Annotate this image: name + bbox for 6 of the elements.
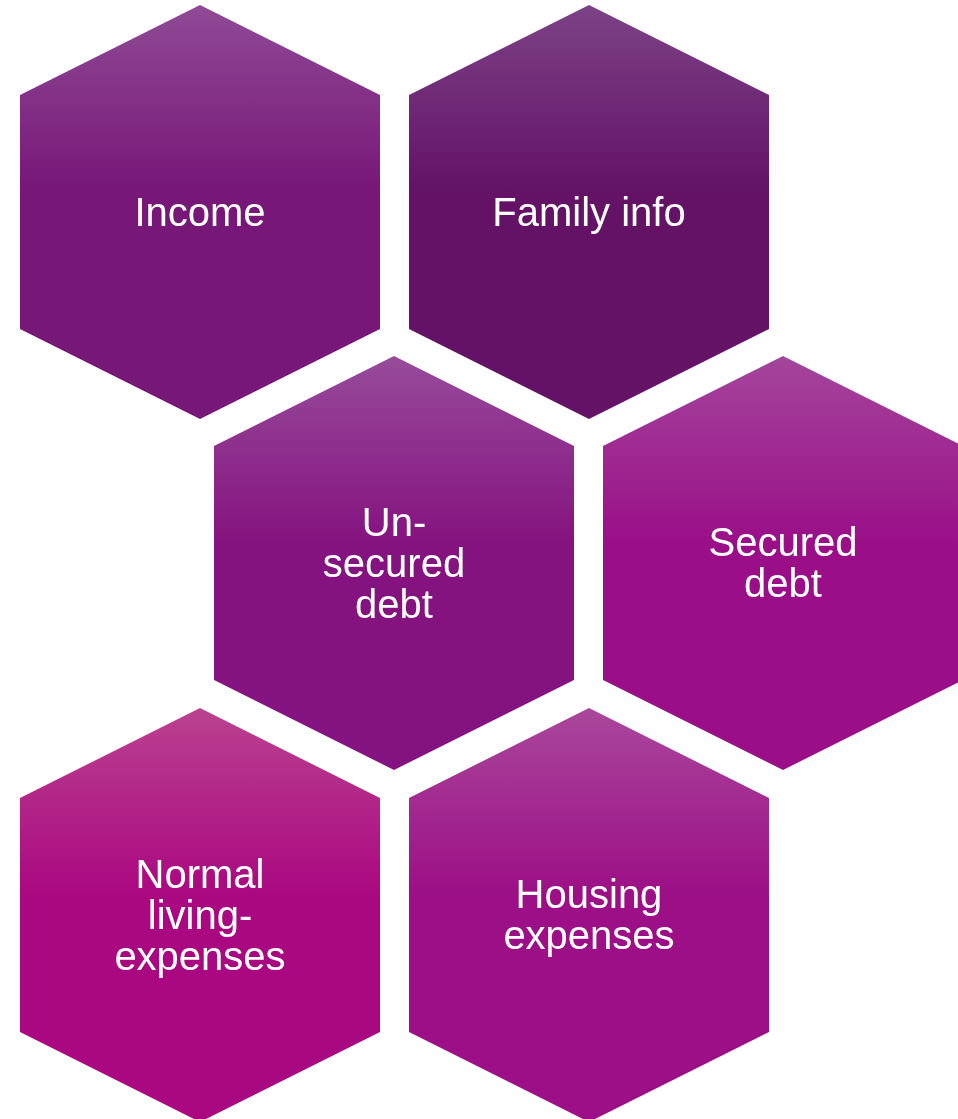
tile-label: Income [133, 191, 267, 233]
tile-label: Normal living- expenses [113, 853, 287, 977]
tile-label: Family info [491, 191, 687, 233]
tile-label: Un- secured debt [321, 501, 467, 625]
tile-label: Housing expenses [502, 874, 676, 956]
tile-label: Secured debt [707, 522, 859, 604]
